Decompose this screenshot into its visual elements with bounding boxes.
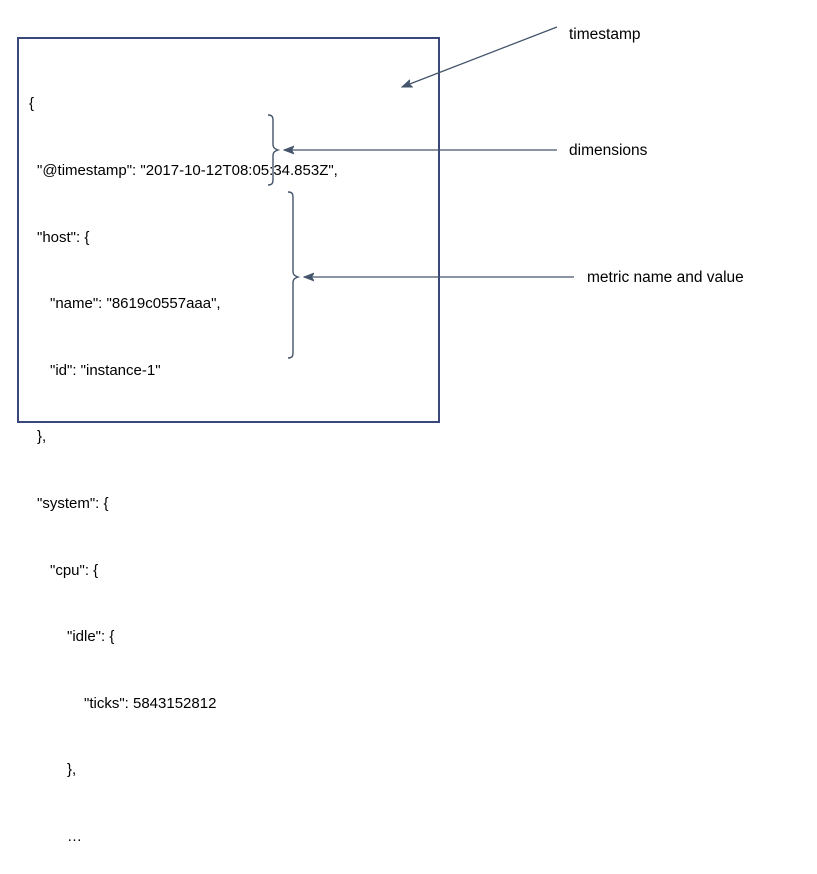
annotation-label-timestamp: timestamp xyxy=(569,26,641,43)
annotated-json-diagram: { "@timestamp": "2017-10-12T08:05:34.853… xyxy=(17,26,744,845)
json-code-block: { "@timestamp": "2017-10-12T08:05:34.853… xyxy=(29,49,429,874)
json-line-host-open: "host": { xyxy=(37,228,90,246)
json-line-idle-open: "idle": { xyxy=(67,628,115,646)
json-line-ellipsis: … xyxy=(67,827,82,845)
json-line-cpu-open: "cpu": { xyxy=(50,561,99,579)
json-line-system-open: "system": { xyxy=(37,494,109,512)
annotation-label-metric: metric name and value xyxy=(587,269,744,286)
json-line-timestamp: "@timestamp": "2017-10-12T08:05:34.853Z"… xyxy=(37,162,338,179)
json-line-host-name: "name": "8619c0557aaa", xyxy=(50,295,221,313)
json-document-box: { "@timestamp": "2017-10-12T08:05:34.853… xyxy=(17,37,440,845)
json-line-ticks: "ticks": 5843152812 xyxy=(84,694,217,712)
json-line-idle-close: }, xyxy=(67,761,77,779)
json-line-host-close: }, xyxy=(37,428,47,446)
json-line-host-id: "id": "instance-1" xyxy=(50,361,161,379)
annotation-label-dimensions: dimensions xyxy=(569,142,648,159)
json-line: { xyxy=(29,95,35,113)
